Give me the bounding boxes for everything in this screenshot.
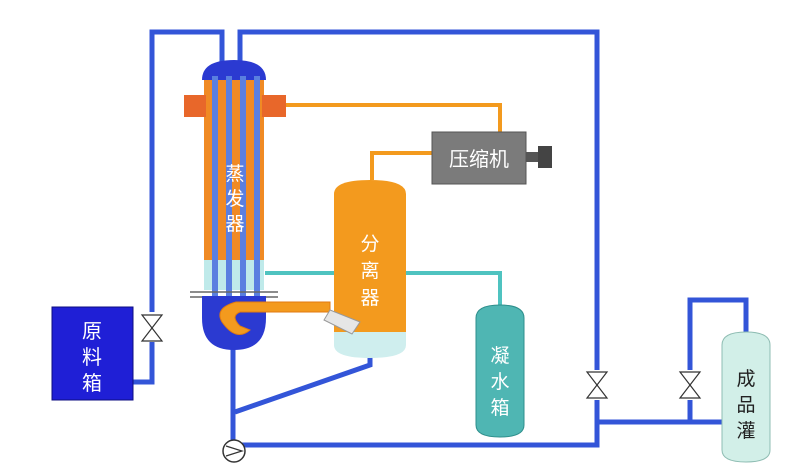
separator-drain-pipe: [234, 355, 373, 415]
evaporator: 蒸 发 器: [184, 60, 331, 350]
bottom-circ-pipe: [230, 345, 600, 448]
separator-bottom: [334, 332, 406, 358]
product-feed-pipe: [687, 297, 749, 422]
valve-icon: [678, 370, 702, 400]
top-return-pipe: [237, 29, 725, 425]
compressor-motor: [538, 146, 552, 168]
compressor-body: [431, 131, 527, 185]
raw-tank-label-3: 箱: [82, 371, 102, 395]
raw-tank-label-2: 料: [82, 345, 102, 369]
compressor-shaft: [526, 152, 540, 162]
circulation-arrow: [219, 301, 331, 335]
orange-pipes: [285, 103, 502, 180]
evaporator-tubes: [212, 76, 260, 296]
raw-material-tank: 原 料 箱: [51, 306, 134, 401]
raw-tank-label-1: 原: [82, 319, 102, 343]
evaporator-flange-left: [184, 95, 206, 117]
condensate-tank-label-3: 箱: [490, 397, 509, 419]
condensate-tank-label-1: 凝: [490, 345, 509, 367]
evaporator-label-2: 发: [225, 188, 244, 210]
product-tank-body: [721, 331, 771, 463]
separator-label-1: 分: [360, 233, 379, 255]
product-tank-label-2: 品: [736, 394, 755, 416]
vapor-to-compressor-pipe: [285, 103, 502, 132]
blue-pipes: [133, 29, 749, 448]
evaporator-label-3: 器: [225, 213, 244, 235]
evaporator-label-1: 蒸: [225, 163, 244, 185]
separator-label-2: 离: [360, 260, 379, 282]
separator-label-3: 器: [360, 287, 379, 309]
raw-tank-body: [51, 306, 134, 401]
pump-icon: [222, 439, 246, 463]
separator: 分 离 器: [323, 180, 406, 358]
condensate-tank-body: [475, 304, 525, 438]
separator-body: [334, 180, 406, 332]
product-tank-label-1: 成: [736, 368, 755, 390]
feed-pipe: [133, 29, 225, 385]
compressor: 压缩机: [431, 131, 552, 185]
product-tank: 成 品 灌: [721, 331, 771, 463]
evaporator-flange-right: [262, 95, 286, 117]
valve-icon: [140, 312, 164, 342]
evaporator-top-head: [202, 60, 266, 80]
valve-icon: [585, 370, 609, 400]
separator-to-compressor-pipe: [370, 151, 432, 180]
condensate-tank-label-2: 水: [490, 371, 509, 393]
condensate-tank: 凝 水 箱: [475, 304, 525, 438]
compressor-label: 压缩机: [449, 147, 509, 171]
product-tank-label-3: 灌: [736, 420, 755, 442]
separator-inlet-nozzle: [323, 309, 361, 335]
